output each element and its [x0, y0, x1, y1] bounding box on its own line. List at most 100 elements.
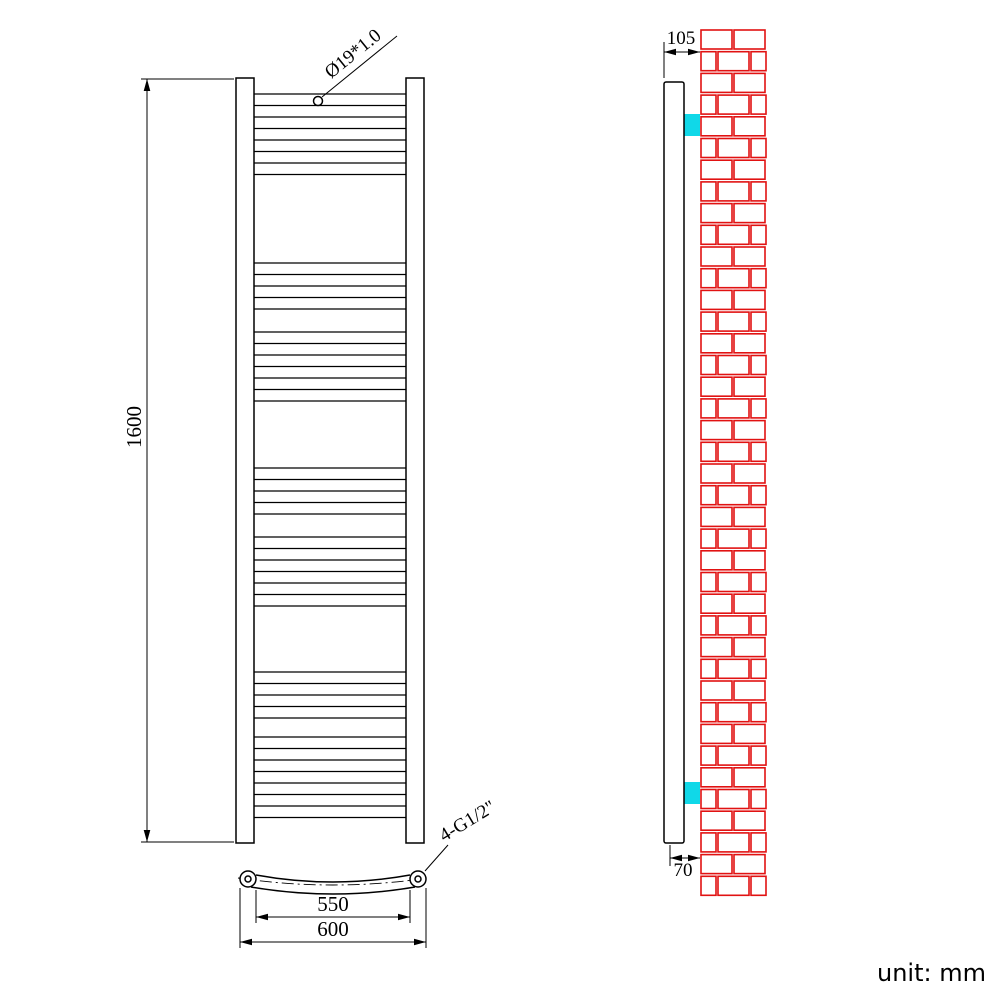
brick	[750, 615, 767, 636]
unit-label: unit: mm	[877, 959, 986, 987]
brick	[717, 181, 750, 202]
brick	[700, 246, 733, 267]
brick	[700, 549, 733, 571]
brick	[733, 680, 766, 701]
brick	[717, 50, 750, 72]
brick	[733, 636, 766, 658]
brick	[700, 29, 733, 50]
brick	[717, 875, 750, 897]
brick	[750, 788, 767, 810]
brick	[700, 766, 733, 788]
brick	[750, 701, 767, 723]
brick	[733, 159, 766, 180]
brick	[733, 29, 766, 50]
brick	[733, 593, 766, 615]
right-rail	[405, 77, 425, 844]
brick	[750, 267, 767, 289]
brick	[700, 875, 717, 897]
brick	[700, 267, 717, 289]
brick	[750, 354, 767, 376]
brick	[750, 832, 767, 853]
top-offset-dim-label: 105	[667, 28, 696, 49]
brick	[700, 832, 717, 853]
brick	[700, 658, 717, 680]
brick	[733, 723, 766, 745]
brick	[700, 137, 717, 159]
brick	[700, 463, 733, 484]
bottom-view: 550 600 4-G1/2"	[237, 797, 499, 948]
brick	[700, 354, 717, 376]
brick	[733, 463, 766, 484]
brick	[700, 94, 717, 115]
brick	[750, 875, 767, 897]
inner-width-dim-label: 550	[317, 892, 349, 916]
brick-wall	[700, 29, 767, 897]
brick	[700, 311, 717, 332]
bottom-tube-top-edge	[255, 874, 411, 883]
brick	[700, 788, 717, 810]
brick	[700, 50, 717, 72]
brick	[733, 376, 766, 398]
brick	[733, 202, 766, 224]
brick	[700, 332, 733, 354]
brick	[733, 246, 766, 267]
side-view: 105 70	[663, 28, 767, 897]
brick	[733, 116, 766, 137]
brick	[700, 484, 717, 506]
wall-bracket	[684, 114, 700, 136]
bottom-offset-dim-label: 70	[674, 860, 693, 881]
brick	[700, 419, 733, 441]
brick	[700, 116, 733, 137]
brick	[750, 441, 767, 463]
brick	[700, 593, 733, 615]
wall-brackets	[684, 114, 700, 804]
brick	[717, 528, 750, 549]
brick	[717, 658, 750, 680]
brick	[717, 398, 750, 419]
brick	[700, 723, 733, 745]
brick	[717, 484, 750, 506]
brick	[717, 701, 750, 723]
brick	[717, 745, 750, 766]
brick	[700, 745, 717, 766]
brick	[750, 94, 767, 115]
brick	[700, 680, 733, 701]
brick	[750, 658, 767, 680]
brick	[733, 810, 766, 832]
brick	[700, 376, 733, 398]
brick	[700, 72, 733, 94]
brick	[733, 766, 766, 788]
brick	[750, 528, 767, 549]
brick	[700, 701, 717, 723]
brick	[733, 549, 766, 571]
brick	[717, 94, 750, 115]
brick	[700, 441, 717, 463]
height-dim-label: 1600	[122, 406, 146, 448]
brick	[700, 181, 717, 202]
brick	[717, 137, 750, 159]
brick	[733, 289, 766, 311]
brick	[700, 224, 717, 246]
brick	[750, 137, 767, 159]
brick	[733, 419, 766, 441]
brick	[717, 354, 750, 376]
brick	[717, 832, 750, 853]
brick	[733, 506, 766, 528]
brick	[717, 311, 750, 332]
brick	[750, 311, 767, 332]
brick	[733, 332, 766, 354]
brick	[717, 441, 750, 463]
brick	[700, 398, 717, 419]
brick	[700, 528, 717, 549]
brick	[750, 50, 767, 72]
brick	[700, 159, 733, 180]
brick	[700, 615, 717, 636]
bottom-tube-centerline	[237, 877, 429, 886]
radiator-side-profile	[663, 81, 685, 844]
connector-callout-leader	[424, 844, 449, 872]
brick	[700, 810, 733, 832]
brick	[750, 745, 767, 766]
tube-callout-leader	[321, 35, 398, 98]
